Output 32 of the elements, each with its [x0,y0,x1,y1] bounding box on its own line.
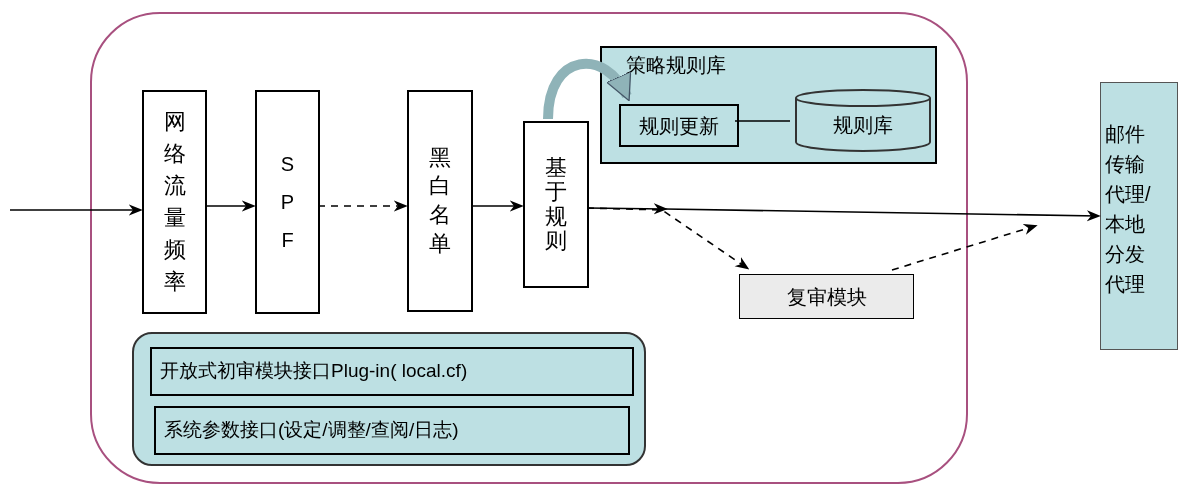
process-box [407,90,473,312]
connector-line [734,120,791,122]
process-box [523,121,589,288]
node-label: 黑白名单 [429,143,451,258]
node-label: 规则更新 [639,113,719,139]
node-label: SPF [279,152,296,253]
node-label: 策略规则库 [626,53,726,78]
node-label: 复审模块 [786,284,867,310]
process-box [739,274,914,319]
curved-arrow [543,58,632,120]
interface-panel [132,332,646,466]
rule-library-panel [600,46,937,164]
node-label: 基于规则 [545,156,567,253]
interface-box [154,406,630,455]
system-boundary [90,12,968,484]
arrow [470,200,524,212]
node-label: 规则库 [833,113,893,138]
node-label: 系统参数接口(设定/调整/查阅/日志) [164,418,459,443]
process-box [619,104,739,147]
agent-box [1100,82,1178,350]
interface-box [150,347,634,396]
arrow [204,200,256,212]
node-label: 邮件传输代理/本地分发代理 [1105,122,1152,297]
arrow [586,207,750,270]
arrow [9,204,143,216]
process-box [142,90,207,314]
node-label: 开放式初审模块接口Plug-in( local.cf) [160,359,468,384]
node-label: 网络流量频率 [163,108,186,296]
arrow [317,200,408,212]
process-box [255,90,320,314]
arrow [891,223,1038,271]
database-cylinder [794,88,932,152]
